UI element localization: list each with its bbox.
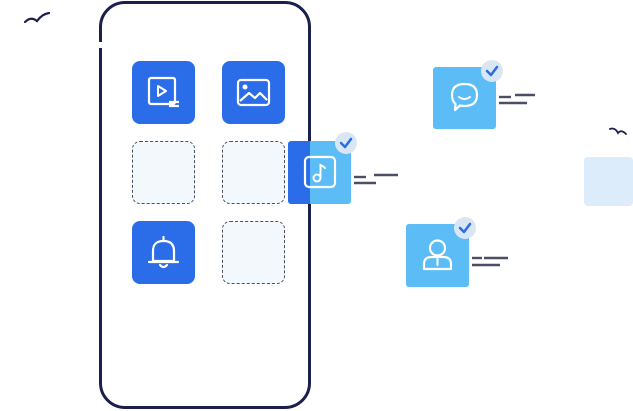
motion-lines [472, 256, 508, 267]
empty-app-slot[interactable] [132, 141, 195, 204]
image-icon [236, 78, 271, 107]
checkmark-icon [458, 222, 472, 234]
motion-lines [499, 93, 535, 105]
user-profile-icon [422, 239, 453, 271]
check-badge [481, 60, 503, 82]
phone-frame-gap [97, 42, 105, 48]
bell-icon [147, 235, 180, 269]
checkmark-icon [339, 137, 353, 149]
notification-tile[interactable] [132, 221, 195, 284]
empty-app-slot[interactable] [222, 221, 285, 284]
video-player-icon [147, 76, 179, 108]
empty-app-slot[interactable] [222, 141, 285, 204]
chat-bubble-icon [450, 82, 479, 112]
check-badge [335, 132, 357, 154]
motion-lines [354, 173, 398, 185]
music-app-card[interactable] [288, 141, 351, 204]
checkmark-icon [485, 65, 499, 77]
music-note-icon [303, 155, 337, 189]
video-tile[interactable] [132, 61, 195, 124]
chat-app-card[interactable] [433, 67, 496, 129]
check-badge [454, 217, 476, 239]
bird-icon [609, 127, 627, 135]
gallery-tile[interactable] [222, 61, 285, 124]
faint-square [584, 157, 633, 206]
phone-frame [99, 1, 311, 409]
bird-icon [24, 12, 50, 24]
